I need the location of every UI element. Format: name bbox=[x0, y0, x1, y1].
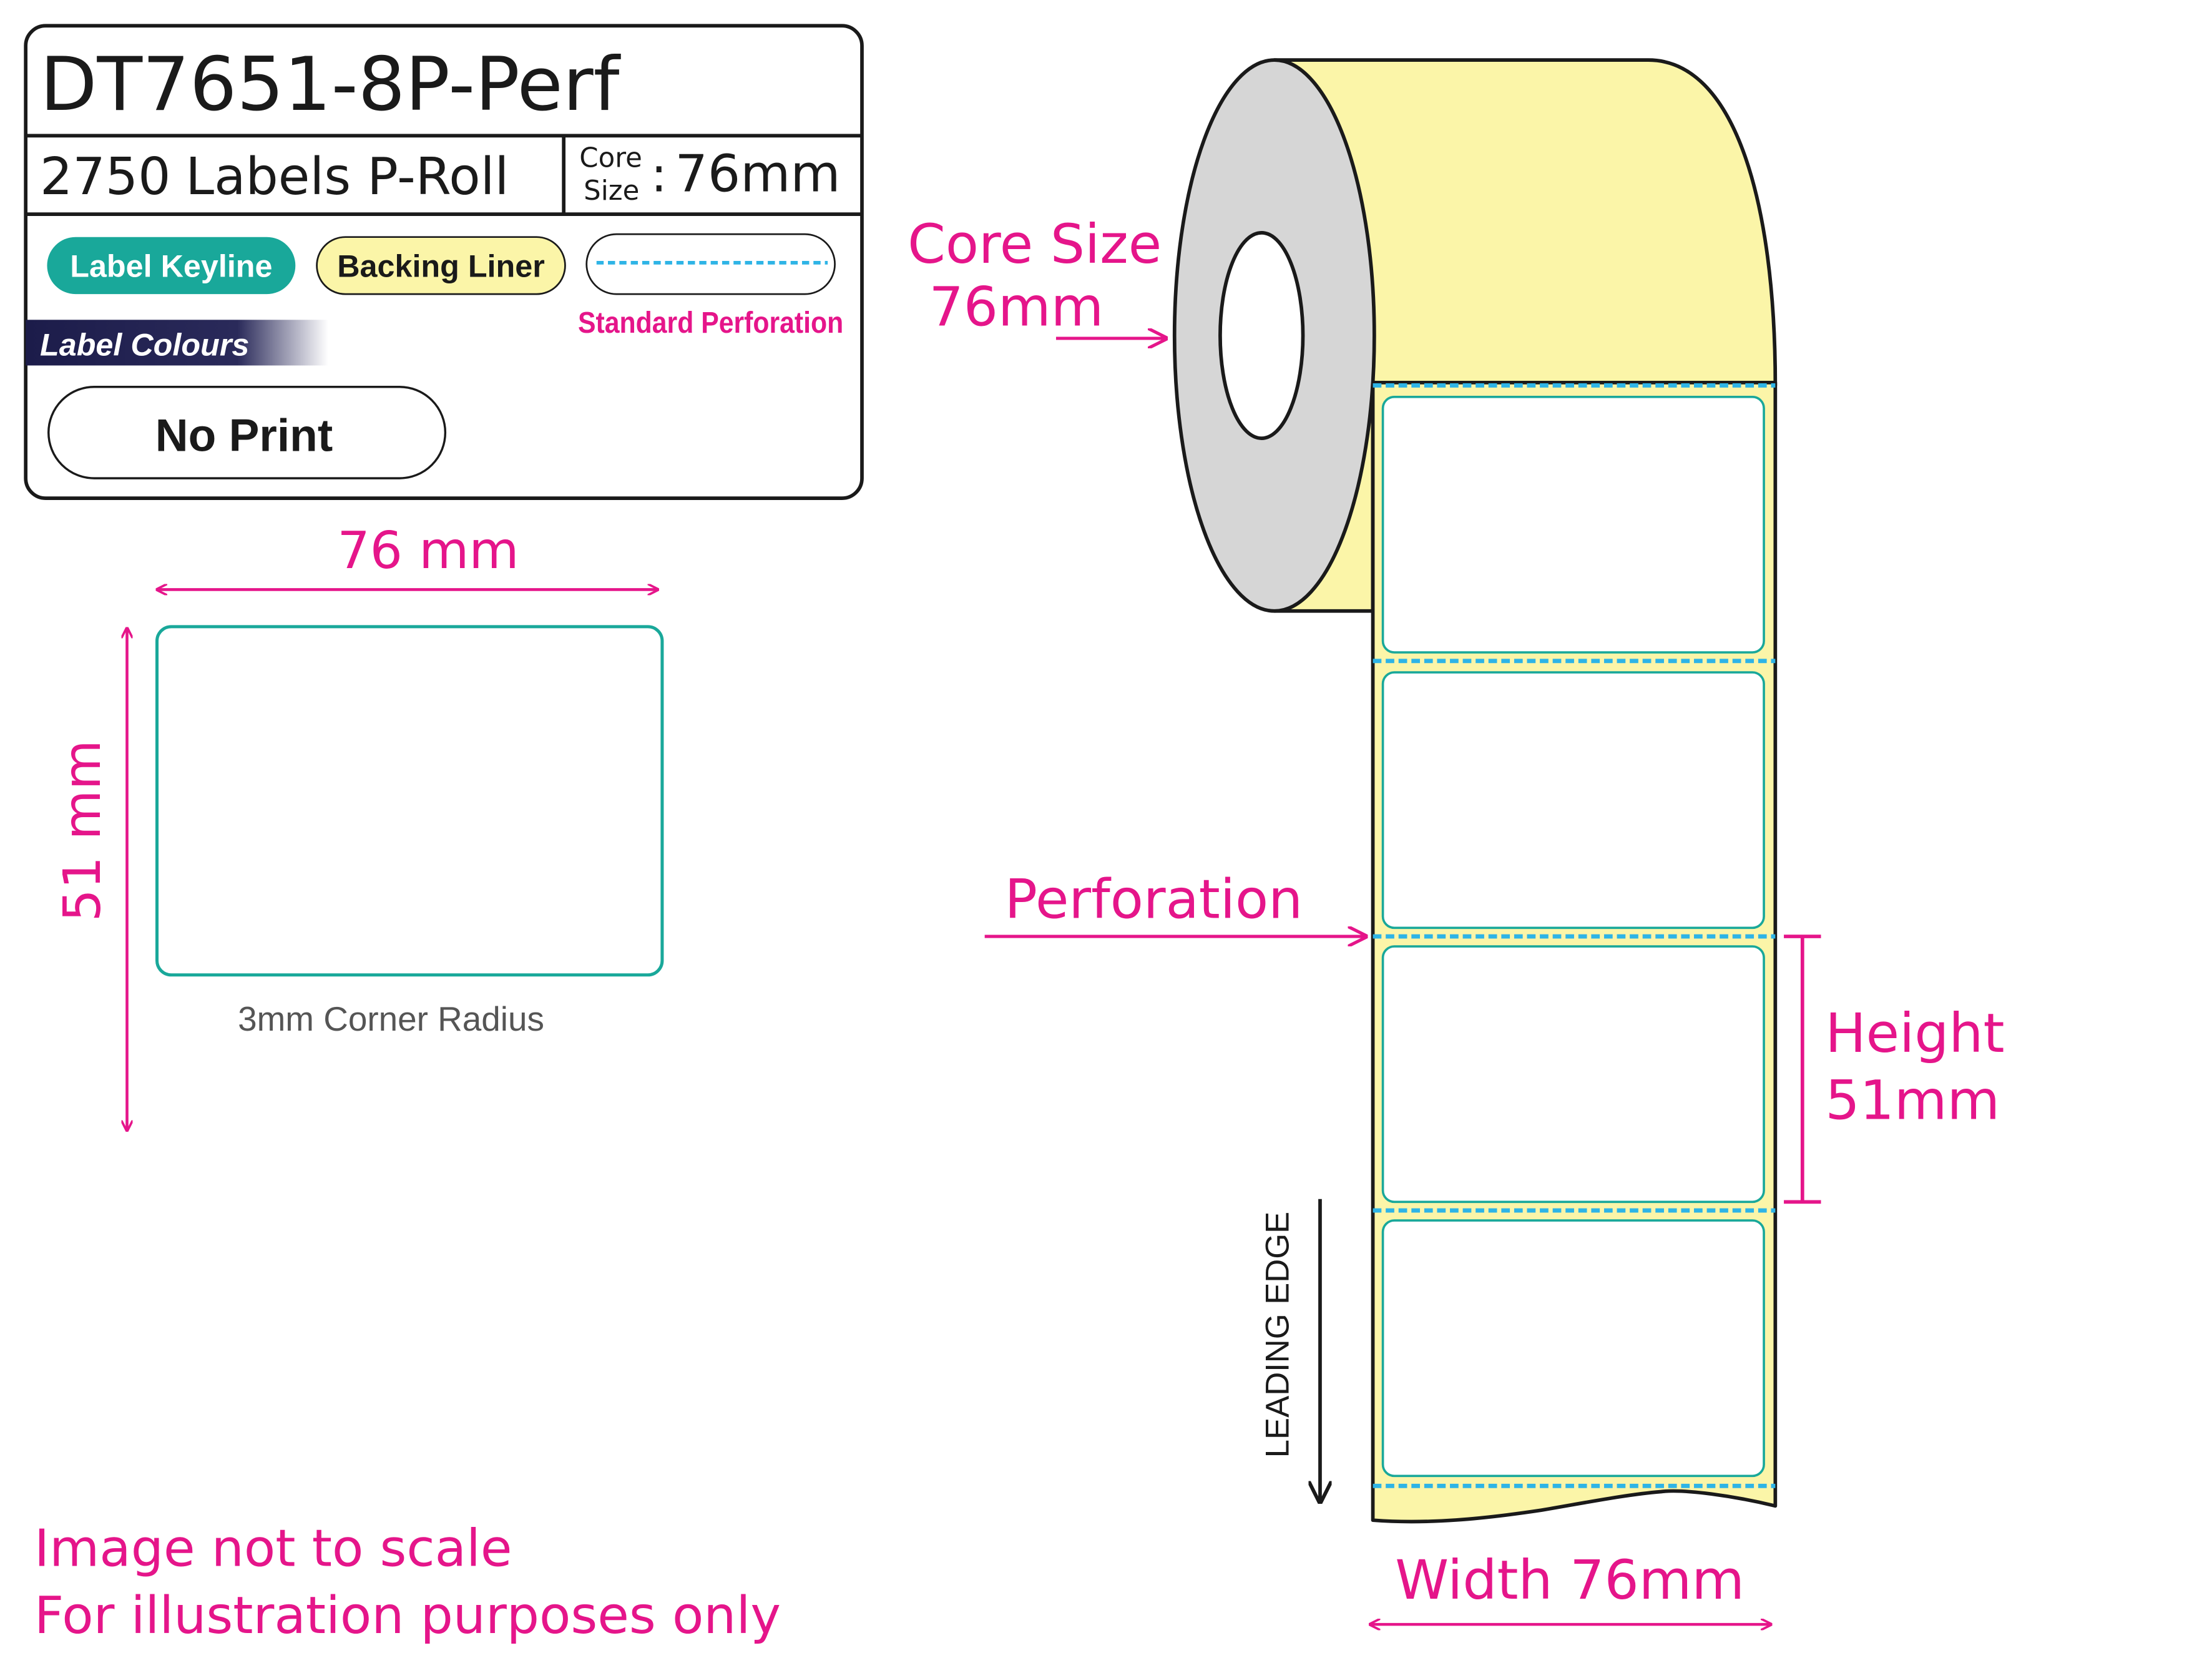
perforation-annotation-label: Perforation bbox=[1005, 868, 1303, 931]
product-code: DT7651-8P-Perf bbox=[40, 42, 622, 128]
roll-core-hole bbox=[1218, 230, 1305, 440]
disclaimer-line-2: For illustration purposes only bbox=[34, 1586, 781, 1646]
info-panel: DT7651-8P-Perf 2750 Labels P-Roll Core S… bbox=[24, 24, 864, 500]
label-outline bbox=[155, 625, 664, 977]
label-width-dimension: 76 mm bbox=[337, 521, 519, 581]
height-annotation-label: Height bbox=[1825, 1002, 2004, 1065]
backing-liner-pill bbox=[316, 236, 566, 295]
labels-per-roll: 2750 bbox=[40, 147, 170, 207]
roll-label bbox=[1381, 945, 1765, 1204]
core-size-annotation-value: 76mm bbox=[929, 275, 1104, 338]
label-colours-header: Label Colours bbox=[40, 326, 249, 362]
core-size-annotation-label: Core Size bbox=[908, 213, 1162, 276]
height-annotation-value: 51mm bbox=[1825, 1069, 2000, 1132]
roll-label bbox=[1381, 671, 1765, 930]
core-size-separator: : bbox=[651, 147, 667, 204]
label-height-dimension: 51 mm bbox=[53, 740, 112, 921]
leading-edge-label: LEADING EDGE bbox=[1260, 1212, 1296, 1458]
width-annotation-label: Width 76mm bbox=[1395, 1549, 1745, 1612]
core-size-caption-top: Core bbox=[579, 143, 642, 174]
roll-label bbox=[1381, 1219, 1765, 1478]
label-keyline-pill bbox=[47, 237, 296, 295]
standard-perforation-label: Standard Perforation bbox=[578, 307, 843, 340]
print-option-pill bbox=[47, 386, 447, 479]
core-size-caption-bottom: Size bbox=[584, 175, 639, 207]
print-option-text: No Print bbox=[155, 410, 333, 461]
roll-body bbox=[1272, 58, 1778, 613]
roll-label bbox=[1381, 395, 1765, 654]
label-colours-header-bar bbox=[26, 320, 328, 366]
disclaimer-line-1: Image not to scale bbox=[34, 1519, 512, 1578]
backing-liner-text: Backing Liner bbox=[337, 248, 545, 284]
roll-diagram: Core Size 76mm Perforation Height 51mm L… bbox=[908, 58, 2005, 1624]
label-keyline-text: Label Keyline bbox=[70, 248, 272, 284]
core-size-value: 76mm bbox=[675, 145, 840, 204]
single-label-diagram: 76 mm 51 mm 3mm Corner Radius bbox=[53, 521, 664, 1131]
labels-per-roll-unit: Labels P-Roll bbox=[185, 147, 509, 207]
corner-radius-note: 3mm Corner Radius bbox=[238, 999, 544, 1038]
